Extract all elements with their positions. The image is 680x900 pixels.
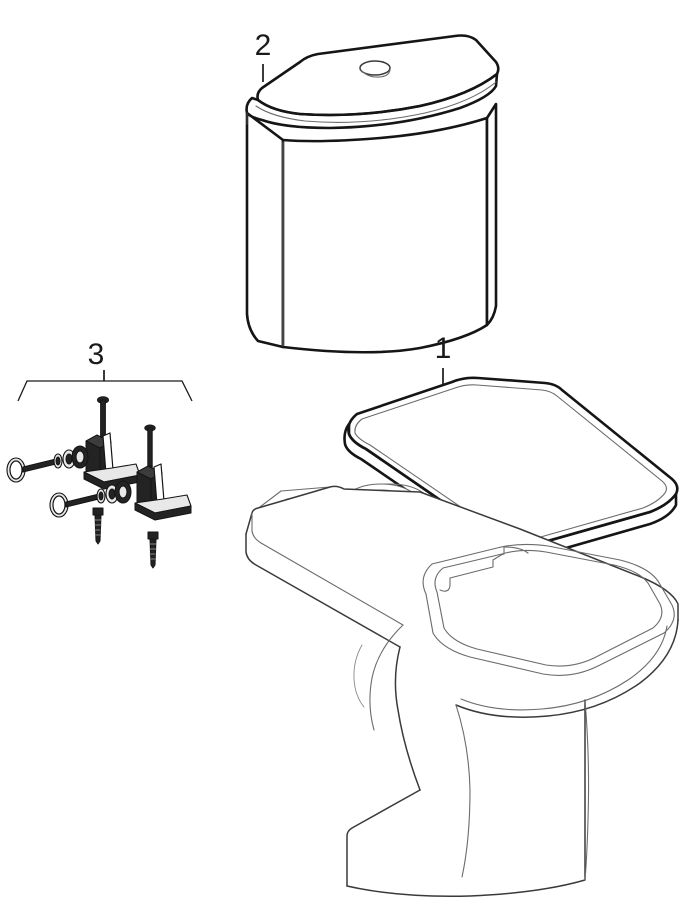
cistern-front-face xyxy=(281,116,489,354)
pan-shelf-left-block xyxy=(245,533,401,648)
hinge-bolt xyxy=(6,457,57,483)
washer-hole xyxy=(55,456,61,466)
wall-plug-body xyxy=(94,514,102,545)
wall-plug-collar xyxy=(92,507,104,516)
flush-button-hole-shadow xyxy=(360,69,391,78)
callout-label-2: 2 xyxy=(255,29,272,62)
pedestal-seam-mid xyxy=(455,704,471,878)
pan-body-skirt-seam xyxy=(460,625,668,711)
pedestal-left-face xyxy=(346,789,421,887)
wall-plug-body xyxy=(149,538,157,569)
cistern-left-face xyxy=(245,111,285,349)
pan-rim-upper-contour xyxy=(245,485,679,621)
cistern xyxy=(245,34,500,354)
bowl-rim-inner-ledge xyxy=(434,549,663,667)
callout-3-bracket xyxy=(17,370,193,402)
washer-hole xyxy=(98,491,104,501)
bowl-rim-outer xyxy=(422,543,675,676)
washer-stack-upper xyxy=(53,445,89,469)
cistern-lid-seam xyxy=(255,81,497,123)
pedestal-right-seam xyxy=(584,699,590,881)
pan-shelf-left-seam xyxy=(251,512,404,626)
bowl-inner-step-right xyxy=(503,546,529,554)
cistern-lid-lip xyxy=(245,72,499,130)
bushing-bore xyxy=(118,485,128,499)
bushing-bore xyxy=(75,450,85,464)
pan-body-right-flank xyxy=(455,619,679,718)
flush-button-hole xyxy=(359,60,391,76)
pedestal-front-face xyxy=(346,699,586,898)
wall-plug-ribs xyxy=(149,543,157,560)
seat-hinge-fixing-set xyxy=(6,396,192,569)
wall-plug-collar xyxy=(147,531,159,540)
cistern-right-face xyxy=(485,102,498,327)
wc-pan xyxy=(245,483,679,898)
fixing-screw-shaft xyxy=(147,427,153,471)
hinge-bolt-head-face xyxy=(9,460,23,480)
hinge-bracket-foot-edge xyxy=(134,502,192,521)
pan-left-underside-seam xyxy=(369,624,404,731)
hinge-bracket xyxy=(134,463,192,521)
wall-plug-ribs xyxy=(94,519,102,536)
pan-side-detail xyxy=(353,644,365,708)
wall-plug xyxy=(147,531,159,569)
wall-plug xyxy=(92,507,104,545)
washer-hole xyxy=(65,453,73,465)
pan-left-underside xyxy=(394,646,421,791)
bowl-inner-step-top xyxy=(500,546,505,556)
callout-label-3: 3 xyxy=(88,338,105,371)
callout-label-1: 1 xyxy=(435,332,452,365)
washer-hole xyxy=(108,488,116,500)
hinge-bolt-head-face xyxy=(52,495,66,515)
bowl-inner-step-left xyxy=(439,554,502,592)
hinge-bracket xyxy=(83,432,141,490)
washer-stack-lower xyxy=(96,480,132,504)
hinge-bolt xyxy=(49,492,100,518)
